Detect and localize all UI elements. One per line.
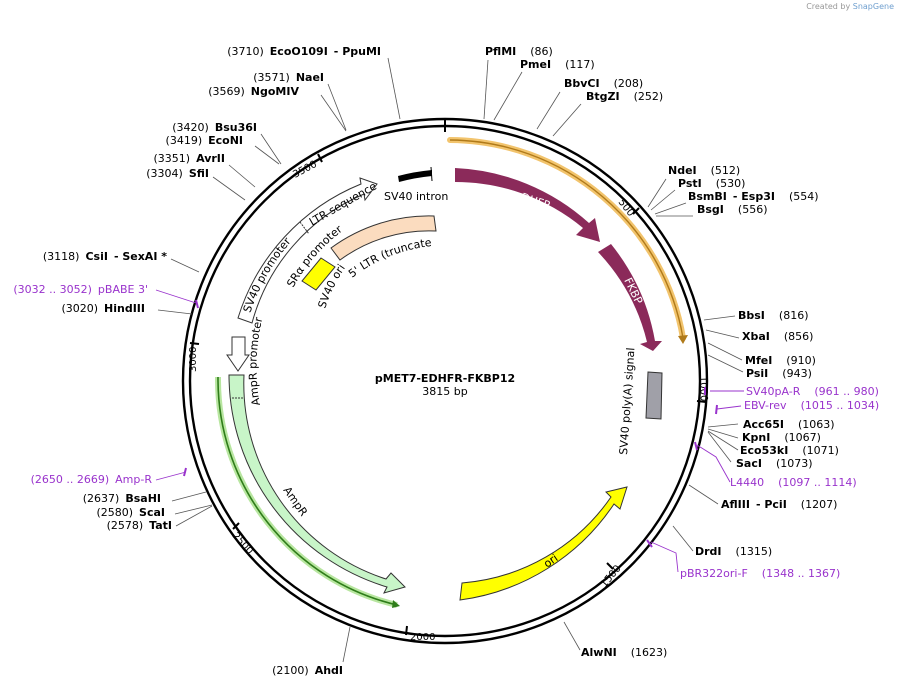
- site-connectors: [157, 57, 744, 663]
- site-drdi[interactable]: DrdI(1315): [695, 545, 772, 558]
- amp-highlight-arrowhead: [392, 600, 400, 608]
- feature-sv40-polya-label: SV40 poly(A) signal: [617, 347, 637, 455]
- site-afliii[interactable]: AflIII- PciI(1207): [721, 498, 837, 511]
- site-psti[interactable]: PstI(530): [678, 177, 745, 190]
- feature-sv40-intron-label: SV40 intron: [384, 190, 448, 203]
- site-xbai[interactable]: XbaI(856): [742, 330, 813, 343]
- tick-label-1000: 1000: [697, 376, 709, 402]
- site-bsmbi[interactable]: BsmBI- Esp3I(554): [688, 190, 819, 203]
- site-econi[interactable]: (3419)EcoNI: [166, 134, 243, 147]
- feature-sv40-promoter[interactable]: [237, 177, 378, 324]
- primer-pbabe-3[interactable]: (3032 .. 3052)pBABE 3': [13, 283, 148, 296]
- feature-sv40-intron[interactable]: [398, 170, 432, 182]
- restriction-sites-left: (3710)EcoO109I- PpuMI (3571)NaeI (3569)N…: [43, 45, 381, 677]
- site-bsgi[interactable]: BsgI(556): [697, 203, 768, 216]
- orf-highlight-arc: [447, 137, 686, 341]
- site-acc65i[interactable]: Acc65I(1063): [743, 418, 835, 431]
- site-eco53ki[interactable]: Eco53kI(1071): [740, 444, 839, 457]
- site-csii[interactable]: (3118)CsiI- SexAI *: [43, 250, 167, 263]
- primer-sv40pa-r[interactable]: SV40pA-R(961 .. 980): [746, 385, 879, 398]
- primer-marks: [183, 299, 718, 548]
- tick-label-3000: 3000: [188, 347, 199, 372]
- tick-label-3500: 3500: [291, 159, 319, 181]
- tick-label-2000: 2000: [410, 632, 435, 643]
- site-btgzi[interactable]: BtgZI(252): [586, 90, 663, 103]
- feature-ecdhfr[interactable]: [455, 168, 600, 242]
- site-alwni[interactable]: AlwNI(1623): [581, 646, 667, 659]
- feature-ampr-promoter-label: AmpR promoter: [246, 315, 265, 406]
- feature-ltr-label: LTR sequence: [307, 179, 379, 228]
- site-saci[interactable]: SacI(1073): [736, 457, 813, 470]
- feature-sv40-ori[interactable]: [301, 257, 336, 291]
- feature-ori[interactable]: [459, 486, 628, 601]
- primer-ebv-rev[interactable]: EBV-rev(1015 .. 1034): [744, 399, 879, 412]
- site-naei[interactable]: (3571)NaeI: [253, 71, 324, 84]
- credit-prefix: Created by: [806, 2, 851, 11]
- feature-fkbp-label: FKBP: [621, 276, 645, 307]
- amp-highlight-line: [217, 376, 398, 606]
- site-bsu36i[interactable]: (3420)Bsu36I: [172, 121, 257, 134]
- site-ndei[interactable]: NdeI(512): [668, 164, 740, 177]
- feature-ampr-promoter-label-path: AmpR promoter: [246, 315, 265, 406]
- site-avrii[interactable]: (3351)AvrII: [154, 152, 225, 165]
- feature-ampr[interactable]: [228, 374, 406, 594]
- site-scai[interactable]: (2580)ScaI: [96, 506, 165, 519]
- restriction-sites-right: PflMI(86) PmeI(117) BbvCI(208) BtgZI(252…: [485, 45, 839, 659]
- primer-amp-r[interactable]: (2650 .. 2669)Amp-R: [31, 473, 153, 486]
- site-bbvci[interactable]: BbvCI(208): [564, 77, 643, 90]
- site-ecoo109i[interactable]: (3710)EcoO109I- PpuMI: [227, 45, 381, 58]
- feature-ampr-promoter[interactable]: [226, 336, 250, 372]
- feature-sv40-polya[interactable]: [645, 371, 663, 420]
- site-ngomiv[interactable]: (3569)NgoMIV: [208, 85, 299, 98]
- site-psii[interactable]: PsiI(943): [746, 367, 812, 380]
- site-tati[interactable]: (2578)TatI: [107, 519, 172, 532]
- plasmid-name: pMET7-EDHFR-FKBP12: [375, 372, 515, 385]
- site-pflmi[interactable]: PflMI(86): [485, 45, 553, 58]
- feature-sv40-promoter-label-path: SV40 promoter: [241, 235, 294, 315]
- site-bsahi[interactable]: (2637)BsaHI: [83, 492, 161, 505]
- site-sfii[interactable]: (3304)SfiI: [146, 167, 209, 180]
- feature-5ltr[interactable]: [330, 215, 437, 261]
- orf-highlight-arrowhead: [678, 335, 688, 344]
- primer-l4440[interactable]: L4440(1097 .. 1114): [730, 476, 857, 489]
- site-pmei[interactable]: PmeI(117): [520, 58, 595, 71]
- site-bbsi[interactable]: BbsI(816): [738, 309, 809, 322]
- feature-sv40-promoter-label: SV40 promoter: [241, 235, 294, 315]
- primer-connectors: [155, 289, 744, 573]
- primer-labels: SV40pA-R(961 .. 980) EBV-rev(1015 .. 103…: [13, 283, 879, 580]
- tick-label-2500: 2500: [230, 531, 255, 557]
- site-mfei[interactable]: MfeI(910): [745, 354, 816, 367]
- site-ahdi[interactable]: (2100)AhdI: [272, 664, 343, 677]
- credit-brand: SnapGene: [852, 2, 894, 11]
- snapgene-credit: Created by SnapGene: [806, 2, 894, 11]
- orf-highlight-line: [449, 139, 684, 339]
- feature-fkbp[interactable]: [598, 244, 662, 351]
- site-hindiii[interactable]: (3020)HindIII: [61, 302, 145, 315]
- primer-pbr322ori-f[interactable]: pBR322ori-F(1348 .. 1367): [680, 567, 840, 580]
- plasmid-length: 3815 bp: [422, 385, 467, 398]
- site-kpni[interactable]: KpnI(1067): [742, 431, 821, 444]
